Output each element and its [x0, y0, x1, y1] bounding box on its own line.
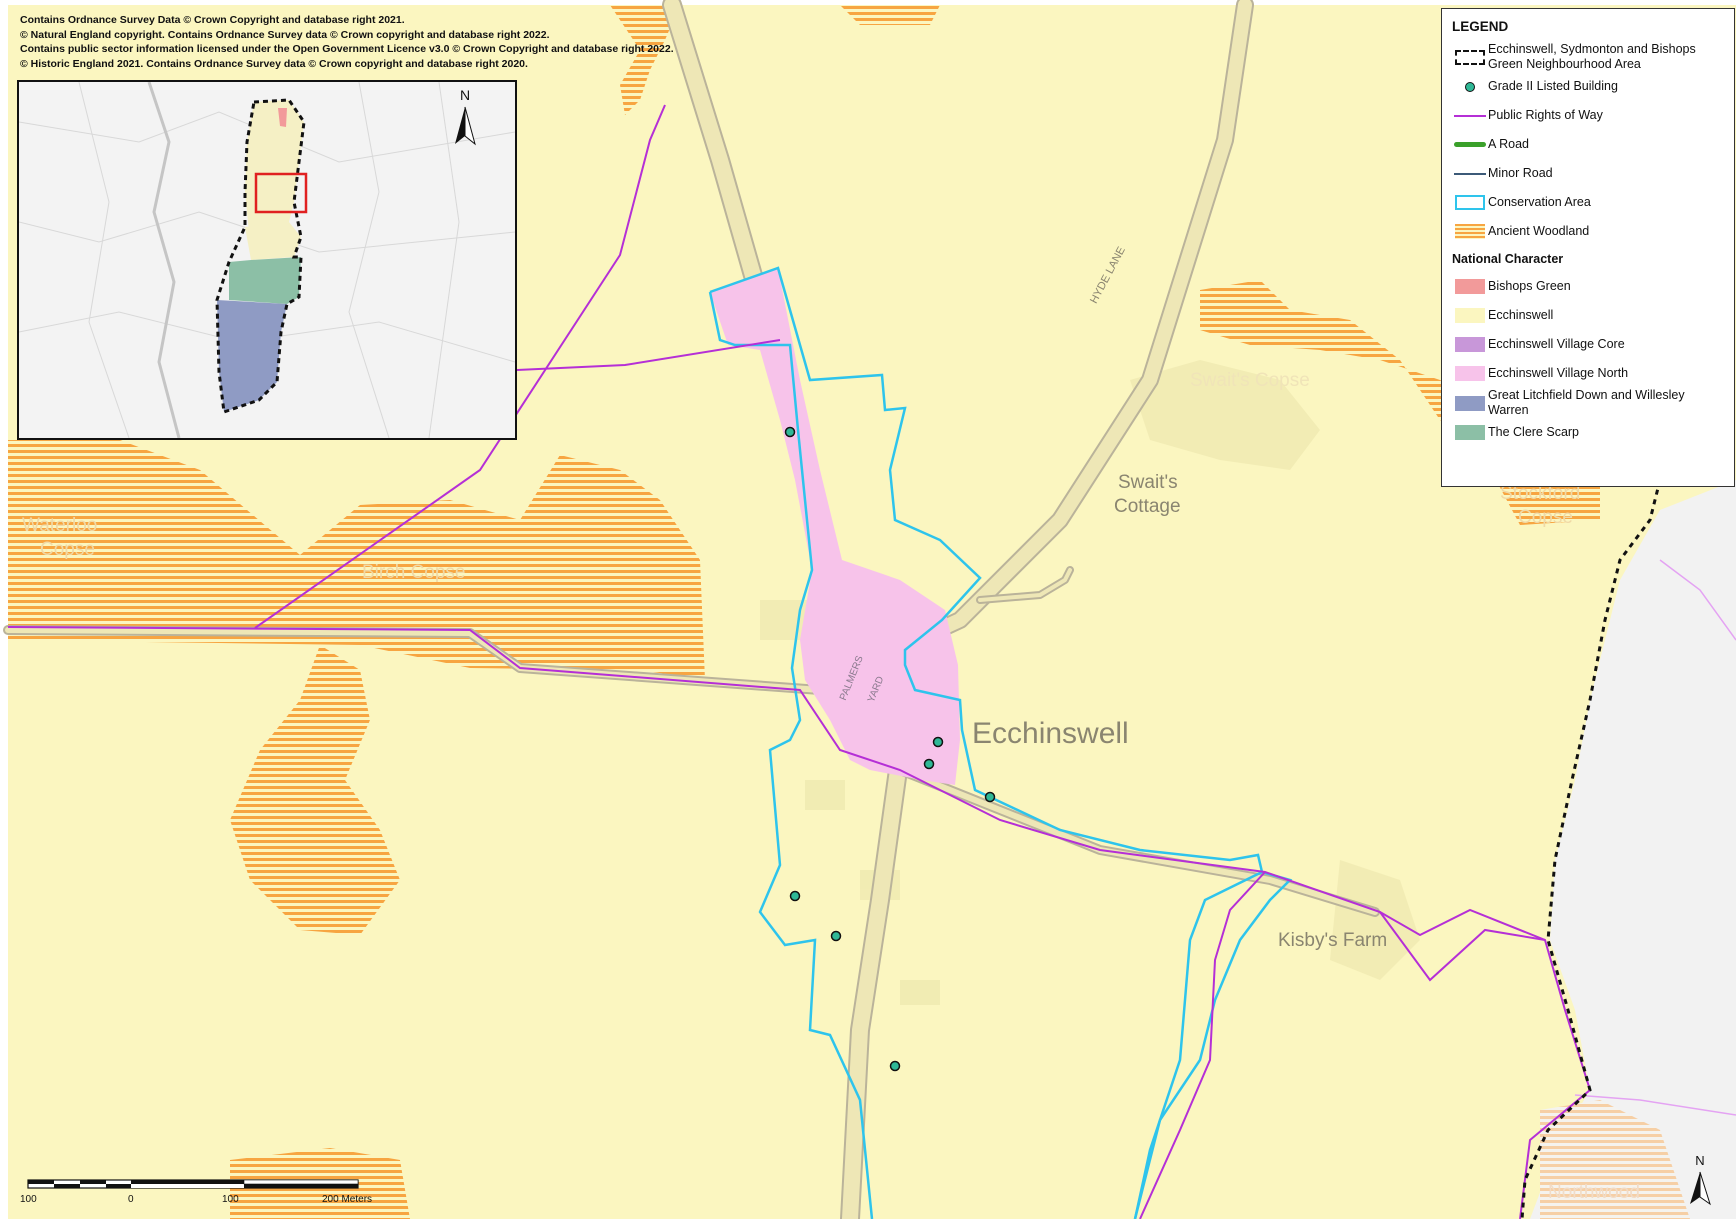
legend-item-conservation-area: Conservation Area [1452, 188, 1724, 217]
swaits-cottage-label-1: Swait's [1118, 472, 1178, 493]
northwood-label: Northwood [1548, 1182, 1640, 1203]
legend-label: Ecchinswell Village Core [1488, 337, 1625, 351]
legend-item-village-core: Ecchinswell Village Core [1452, 330, 1724, 359]
swaits-cottage-label-2: Cottage [1114, 496, 1181, 517]
legend-label: Public Rights of Way [1488, 108, 1603, 122]
listed-buildings [784, 426, 996, 1072]
legend-item-prow: Public Rights of Way [1452, 101, 1724, 130]
credit-line: © Natural England copyright. Contains Or… [20, 28, 550, 41]
fill-swatch-icon [1455, 308, 1485, 323]
village-label: Ecchinswell [972, 717, 1129, 750]
listed-building [784, 426, 796, 438]
legend-label: Conservation Area [1488, 195, 1591, 209]
conservation-area-west [708, 291, 874, 1219]
legend-label: The Clere Scarp [1488, 425, 1580, 439]
legend-section-title: National Character [1452, 252, 1564, 266]
legend-label: Grade II Listed Building [1488, 79, 1618, 93]
public-rights-of-way [7, 104, 1592, 1219]
legend-item-minor-road: Minor Road [1452, 159, 1724, 188]
fill-swatch-icon [1455, 395, 1485, 411]
copyright-credits: Contains Ordnance Survey Data © Crown Co… [20, 13, 674, 71]
legend-label: Bishops Green [1488, 279, 1571, 293]
scale-label: 200 Meters [322, 1194, 373, 1205]
legend-item-listed-building: Grade II Listed Building [1452, 72, 1724, 101]
birch-copse-label: Birch Copse [362, 562, 466, 583]
scale-bar: 100 0 100 200 Meters [20, 1177, 394, 1217]
legend-label: Great Litchfield Down and Willesley Warr… [1488, 388, 1685, 417]
scale-label: 100 [20, 1194, 37, 1205]
north-arrow: N [1690, 1153, 1711, 1206]
dashed-boundary-icon [1455, 49, 1485, 65]
kisbys-farm-label: Kisby's Farm [1278, 930, 1388, 951]
inset-extent-box [254, 172, 308, 214]
neighbourhood-area-boundary [1520, 479, 1662, 1219]
scale-label: 0 [128, 1194, 134, 1205]
legend-label: Ecchinswell [1488, 308, 1554, 322]
hatch-icon [1455, 224, 1485, 239]
fill-swatch-icon [1455, 366, 1485, 381]
stockford-copse-label-1: Stockford [1500, 483, 1581, 504]
legend-label: A Road [1488, 137, 1530, 151]
line-icon [1454, 142, 1486, 147]
conservation-area [709, 266, 1293, 1219]
listed-building [830, 930, 842, 942]
legend-label: Ancient Woodland [1488, 224, 1590, 238]
point-icon [1465, 81, 1475, 92]
prow-light-2 [1659, 559, 1736, 641]
line-icon [1454, 114, 1486, 117]
fill-swatch-icon [1455, 279, 1485, 294]
waterloo-copse-label-2: Copse [40, 539, 95, 560]
legend-item-neighbourhood-area: Ecchinswell, Sydmonton and Bishops Green… [1452, 42, 1724, 72]
outside-area [1530, 480, 1736, 1219]
svg-text:N: N [1695, 1153, 1704, 1168]
credit-line: Contains public sector information licen… [20, 43, 674, 55]
swaits-copse-label: Swait's Copse [1190, 370, 1310, 391]
legend-label: Minor Road [1488, 166, 1553, 180]
legend-item-great-litchfield: Great Litchfield Down and Willesley Warr… [1452, 388, 1724, 418]
listed-building [923, 758, 935, 770]
inset-locator-map: N [17, 80, 517, 440]
legend-item-clere-scarp: The Clere Scarp [1452, 418, 1724, 447]
scale-label: 100 [222, 1194, 239, 1205]
outline-icon [1455, 195, 1485, 210]
legend-item-bishops-green: Bishops Green [1452, 272, 1724, 301]
legend-panel: LEGEND Ecchinswell, Sydmonton and Bishop… [1441, 8, 1735, 487]
conservation-area-east [1133, 870, 1263, 1219]
legend-item-village-north: Ecchinswell Village North [1452, 359, 1724, 388]
credit-line: Contains Ordnance Survey Data © Crown Co… [20, 14, 405, 26]
stockford-copse-label-2: Copse [1518, 507, 1573, 528]
fill-swatch-icon [1455, 425, 1485, 440]
listed-building [984, 791, 996, 803]
waterloo-copse-label-1: Waterloo [22, 515, 98, 536]
credit-line: © Historic England 2021. Contains Ordnan… [20, 57, 528, 70]
legend-item-ancient-woodland: Ancient Woodland [1452, 217, 1724, 246]
inset-map-canvas: N [19, 82, 515, 438]
fill-swatch-icon [1455, 337, 1485, 352]
ecchinswell-village-north [710, 268, 960, 785]
svg-text:N: N [460, 87, 470, 103]
listed-building [789, 890, 801, 902]
legend-label: Ecchinswell, Sydmonton and Bishops Green… [1488, 42, 1696, 71]
legend-item-ecchinswell: Ecchinswell [1452, 301, 1724, 330]
legend-label: Ecchinswell Village North [1488, 366, 1629, 380]
line-icon [1454, 172, 1486, 175]
legend-item-a-road: A Road [1452, 130, 1724, 159]
legend-title: LEGEND [1452, 19, 1509, 34]
listed-building [932, 736, 944, 748]
prow-light [1574, 1094, 1736, 1116]
listed-building [889, 1060, 901, 1072]
